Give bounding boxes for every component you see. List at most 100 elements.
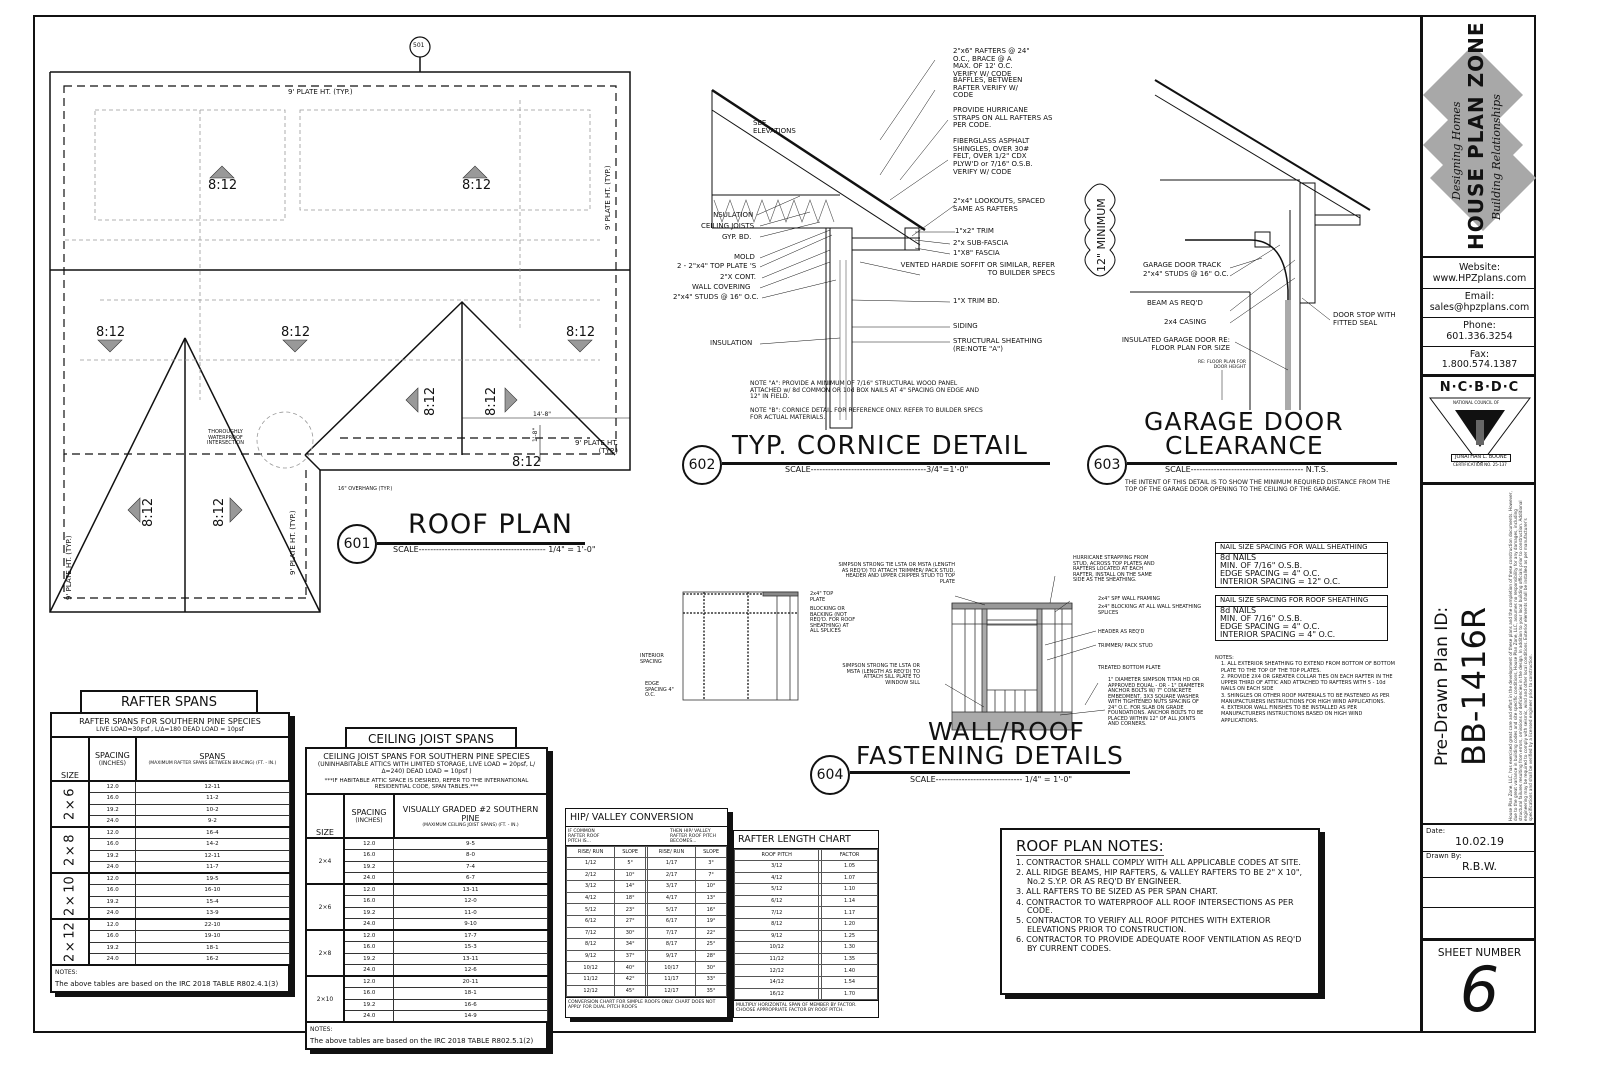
table-cell: 23°	[614, 903, 647, 916]
table-cell: 12/12	[733, 964, 820, 977]
span-cell: 13-11	[393, 952, 548, 965]
pitch-arrows	[97, 165, 593, 523]
span-cell: 19-5	[135, 872, 290, 885]
span-cell: 14-2	[135, 838, 290, 851]
table-cell: 6/17	[646, 914, 697, 928]
fastening-label: 2x4" TOP PLATE	[810, 591, 834, 603]
table-cell: 14/12	[733, 975, 820, 989]
fastening-label: BLOCKING OR BACKING (NOT REQ'D. FOR ROOF…	[810, 606, 856, 634]
subcaption: (UNINHABITABLE ATTICS WITH LIMITED STORA…	[317, 761, 536, 775]
note-item: 2. PROVIDE 2X4 OR GREATER COLLAR TIES ON…	[1221, 673, 1393, 693]
spacing-cell: 24.0	[343, 1010, 395, 1023]
fastening-drawing	[682, 575, 1106, 731]
span-cell: 13-9	[135, 907, 290, 920]
fastening-title-line2: FASTENING DETAILS	[856, 741, 1124, 770]
notes-label: NOTES:	[55, 969, 78, 976]
note: The above tables are based on the IRC 20…	[55, 980, 279, 988]
fastening-label: TRIMMER/ PACK STUD	[1098, 643, 1153, 649]
email-label: Email:	[1464, 290, 1495, 302]
pitch-label: 8:12	[96, 325, 126, 340]
roof-notes-title: ROOF PLAN NOTES:	[1016, 837, 1164, 856]
table-cell: 9/17	[646, 949, 697, 963]
column-header: SLOPE	[614, 846, 647, 858]
spacing-cell: 12.0	[88, 826, 137, 839]
drawn-by-label: Drawn By:	[1426, 852, 1462, 860]
span-cell: 15-3	[393, 941, 548, 954]
rafter-length-title: RAFTER LENGTH CHART	[734, 831, 878, 849]
table-cell: 7°	[695, 868, 727, 882]
table-cell: 5/12	[565, 903, 616, 916]
spacing-cell: 12.0	[343, 883, 395, 896]
table-cell: 45°	[614, 984, 647, 998]
seal-name: JONATHAN L. BOONE	[1451, 454, 1511, 462]
table-cell: 30°	[614, 926, 647, 940]
date-label: Date:	[1426, 827, 1446, 835]
detail-number-601: 601	[337, 524, 377, 564]
table-cell: 10/17	[646, 961, 697, 974]
table-cell: 1.54	[821, 975, 878, 989]
table-cell: 4/17	[646, 891, 697, 905]
span-cell: 12-0	[393, 895, 548, 908]
notes-label: NOTES:	[1215, 655, 1234, 661]
table-cell: 1.70	[821, 987, 878, 1001]
cornice-detail-drawing	[711, 59, 956, 430]
phone-label: Phone:	[1463, 319, 1496, 331]
span-cell: 16-2	[135, 953, 290, 966]
table-cell: 10/12	[565, 961, 616, 974]
cornice-label: 2 - 2"x4" TOP PLATE 'S	[677, 262, 757, 270]
table-cell: 30°	[695, 961, 727, 974]
fax-number: 1.800.574.1387	[1441, 359, 1518, 371]
table-cell: 1.35	[821, 952, 878, 966]
table-cell: 1.17	[821, 906, 878, 919]
table-cell: 8/12	[733, 917, 820, 931]
spacing-cell: 16.0	[88, 792, 137, 805]
size-cell: 2×8	[51, 827, 89, 873]
table-cell: 1.05	[821, 860, 878, 873]
cornice-label: INSULATION	[711, 211, 754, 219]
website-link[interactable]: www.HPZplans.com	[1432, 272, 1527, 284]
fastening-label: EDGE SPACING 4" O.C.	[645, 681, 674, 698]
table-cell: 16°	[695, 903, 727, 916]
fastening-label: SIMPSON STRONG TIE LSTA OR MSTA (LENGTH …	[838, 562, 955, 585]
box-line: MIN. OF 7/16" O.S.B.	[1220, 613, 1303, 623]
roof-note: 1. CONTRACTOR SHALL COMPLY WITH ALL APPL…	[1016, 858, 1301, 867]
ncbdc-label: N·C·B·D·C	[1439, 380, 1520, 395]
box-title: NAIL SIZE SPACING FOR ROOF SHEATHING	[1216, 596, 1387, 607]
span-cell: 10-2	[135, 803, 290, 816]
column-header: RISE/ RUN	[646, 846, 697, 858]
fastening-label: SIMPSON STRONG TIE LSTA OR MSTA (LENGTH …	[842, 663, 920, 686]
cornice-label: 2"x6" RAFTERS @ 24" O.C., BRACE @ A MAX.…	[953, 47, 1030, 79]
cornice-label: FIBERGLASS ASPHALT SHINGLES, OVER 30# FE…	[953, 137, 1033, 176]
title-block: HOUSE PLAN ZONE Designing Homes Building…	[1420, 15, 1536, 1033]
hip-valley-left-caption: IF COMMON RAFTER ROOF PITCH IS...	[568, 829, 600, 844]
table-cell: 6/12	[565, 914, 616, 928]
span-cell: 13-11	[393, 883, 548, 896]
fastening-label: HEADER AS REQ'D	[1098, 629, 1145, 635]
email-link[interactable]: sales@hpzplans.com	[1429, 301, 1530, 313]
roof-note: 2. ALL RIDGE BEAMS, HIP RAFTERS, & VALLE…	[1016, 868, 1303, 886]
date-value: 10.02.19	[1455, 835, 1504, 848]
table-cell: 3/12	[733, 860, 820, 873]
table-cell: 35°	[695, 984, 727, 998]
spacing-cell: 12.0	[343, 837, 395, 850]
logo-tagline-2: Building Relationships	[1490, 94, 1503, 220]
roof-plan-title: ROOF PLAN	[408, 509, 573, 540]
cornice-label: CEILING JOISTS	[701, 222, 755, 230]
